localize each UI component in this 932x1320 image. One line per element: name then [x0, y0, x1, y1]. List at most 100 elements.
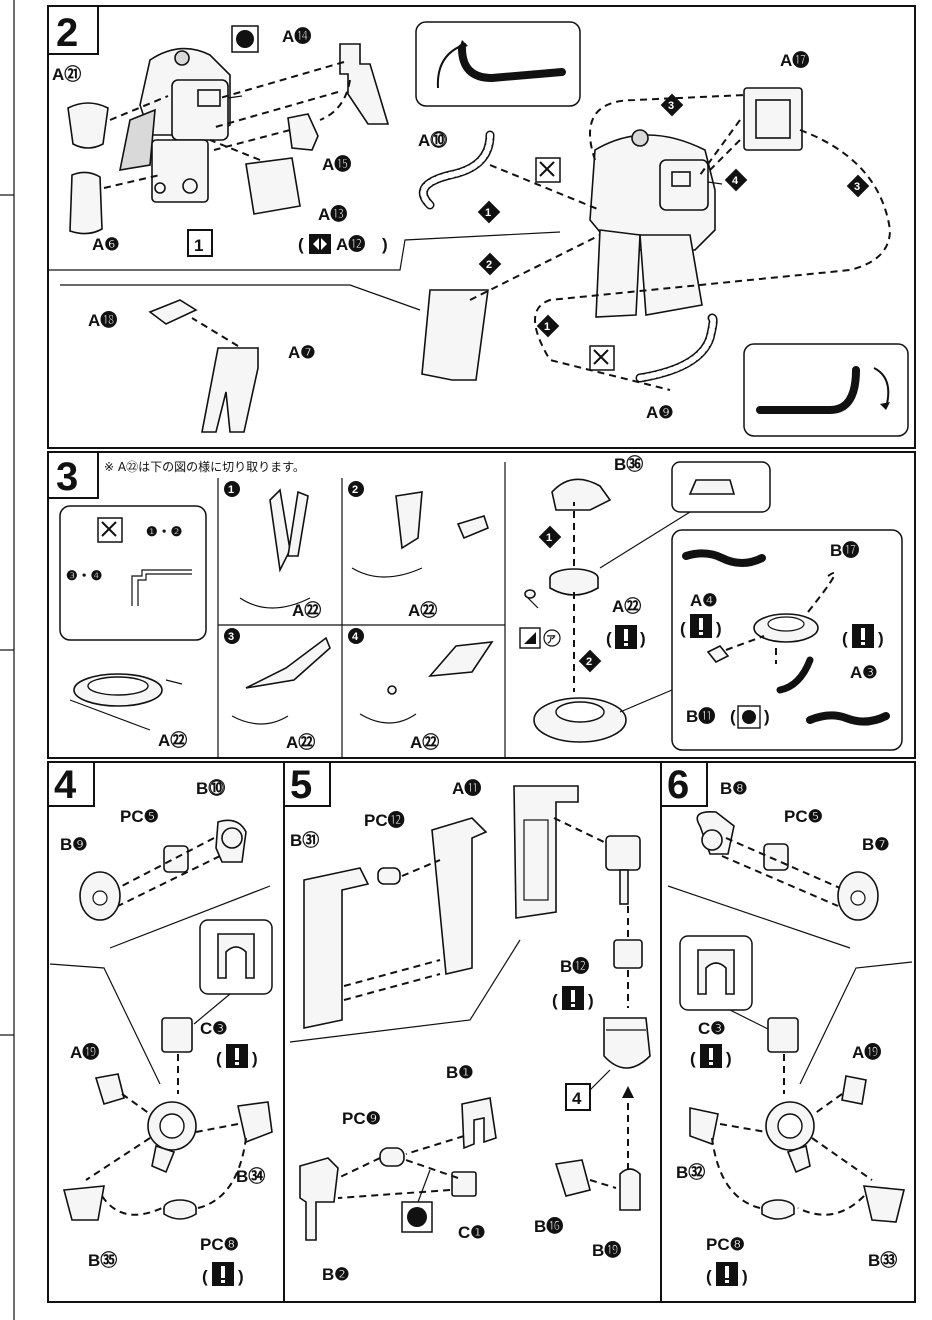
- cut-panel-4: 4 A㉒: [348, 628, 494, 752]
- label-b35: B㉟: [88, 1250, 117, 1270]
- label-pci: PC❾: [342, 1109, 381, 1128]
- main-body-assembly: [418, 87, 892, 391]
- ring-part-assembly: [533, 502, 627, 743]
- label-b16: B⓰: [534, 1216, 563, 1236]
- svg-text:(: (: [606, 629, 612, 648]
- cut-panel-2: 2 A㉒: [348, 481, 489, 620]
- label-a19: A⓳: [852, 1042, 881, 1062]
- svg-text:A㉒: A㉒: [408, 600, 437, 620]
- label-cut-34: ❸・❹: [66, 568, 102, 583]
- label-b33: B㉝: [868, 1250, 897, 1270]
- svg-text:A㉒: A㉒: [292, 600, 321, 620]
- svg-text:): ): [382, 235, 388, 254]
- svg-text:2: 2: [352, 484, 358, 496]
- label-pce: PC❺: [120, 807, 159, 826]
- step-number: 3: [56, 455, 78, 499]
- label-a11: A⓫: [452, 778, 481, 798]
- shoulder-joint: [147, 1101, 197, 1174]
- label-b32: B㉜: [676, 1162, 705, 1182]
- stand-part: [513, 785, 579, 919]
- label-b7: B❼: [862, 835, 890, 854]
- svg-text:4: 4: [572, 1089, 582, 1108]
- label-a13: A⓭: [318, 204, 347, 224]
- ring-part-a22: [69, 673, 183, 731]
- step-2: 2: [47, 5, 909, 437]
- step-number-box: [47, 5, 99, 55]
- joint-part-upper: [605, 835, 641, 905]
- joint-c3: [767, 1017, 799, 1053]
- label-a14: A⓮: [282, 26, 311, 46]
- hose-bend-callout-bottom: [743, 343, 909, 437]
- label-pch: PC❽: [706, 1235, 745, 1254]
- label-pcl: PC⓬: [364, 810, 405, 830]
- step-number: 5: [290, 763, 312, 807]
- part-b1: [461, 1097, 497, 1150]
- label-a17: A⓱: [780, 50, 809, 70]
- label-a12: A⓬: [336, 234, 365, 254]
- part-b35: [62, 1185, 105, 1221]
- label-a15: A⓯: [322, 154, 351, 174]
- label-b34: B㉞: [236, 1166, 265, 1186]
- svg-text:4: 4: [732, 175, 739, 187]
- label-a22-assembly: A㉒: [612, 596, 641, 616]
- svg-text:3: 3: [854, 181, 860, 193]
- svg-text:2: 2: [586, 656, 592, 668]
- joint-b9: [79, 871, 121, 921]
- step-number-box: [283, 761, 331, 807]
- sub-assembly-box: [187, 229, 213, 257]
- label-pce: PC❺: [784, 807, 823, 826]
- label-b31: B㉛: [290, 830, 319, 850]
- label-a22-detail: A㉒: [158, 730, 187, 750]
- svg-text:(: (: [552, 991, 558, 1010]
- svg-text:(: (: [202, 1267, 208, 1286]
- label-b36: B㊱: [614, 454, 643, 474]
- part-b2: [299, 1157, 339, 1241]
- shoulder-joint: [765, 1101, 815, 1174]
- label-b19: B⓳: [592, 1240, 621, 1260]
- label-b1: B❶: [446, 1063, 474, 1082]
- label-b8: B❽: [720, 779, 748, 798]
- svg-text:): ): [238, 1267, 244, 1286]
- svg-text:3: 3: [668, 100, 674, 112]
- hose-bend-callout-top: [415, 21, 581, 107]
- label-a9: A❾: [646, 403, 674, 422]
- order-marker-2: 2: [578, 649, 602, 673]
- attention-icon: ( ): [606, 625, 646, 649]
- label-c1: C❶: [458, 1223, 486, 1242]
- svg-text:): ): [716, 619, 722, 638]
- polycap-pch: [761, 1199, 795, 1220]
- polycap-pce: [163, 845, 189, 873]
- mirror-part-callout: ( A⓬ ): [298, 234, 388, 254]
- paint-dot-icon: [231, 25, 259, 53]
- svg-text:(: (: [706, 1267, 712, 1286]
- order-marker-3a: 3: [660, 93, 684, 117]
- polycap-pci: [379, 1147, 405, 1167]
- label-c3: C❸: [698, 1019, 726, 1038]
- fist-part: [603, 1017, 651, 1069]
- label-cut-12: ❶・❷: [146, 524, 182, 539]
- part-b12: [613, 939, 643, 969]
- svg-text:): ): [764, 707, 770, 726]
- svg-text:): ): [878, 629, 884, 648]
- label-b17: B⓱: [830, 540, 859, 560]
- svg-text:A㉒: A㉒: [410, 732, 439, 752]
- label-a6: A❻: [92, 235, 120, 254]
- joint-b7: [837, 871, 879, 921]
- part-b16: [554, 1159, 591, 1197]
- step-number-box: [660, 761, 708, 807]
- svg-text:): ): [742, 1267, 748, 1286]
- step-number: 4: [54, 763, 77, 807]
- svg-text:1: 1: [544, 321, 550, 333]
- svg-text:(: (: [730, 707, 736, 726]
- attention-icon: ( ): [842, 624, 884, 648]
- step-6: 6 B❽ PC❺ B❼ C❸ (: [660, 761, 913, 1286]
- a7-a18-subassembly: [148, 299, 259, 433]
- label-a18: A⓲: [88, 310, 117, 330]
- cutter-icon: [589, 345, 615, 371]
- part-b33: [862, 1185, 906, 1223]
- svg-text:(: (: [680, 619, 686, 638]
- step-5: 5 B㉛ A⓫ PC⓬ B⓬ (: [283, 761, 651, 1284]
- svg-text:): ): [588, 991, 594, 1010]
- step-3: 3 ※ A㉒は下の図の様に切り取ります。 ❶・❷ ❸・❹ A㉒ 1: [47, 451, 903, 758]
- paint-dot-icon: ( ): [730, 705, 770, 729]
